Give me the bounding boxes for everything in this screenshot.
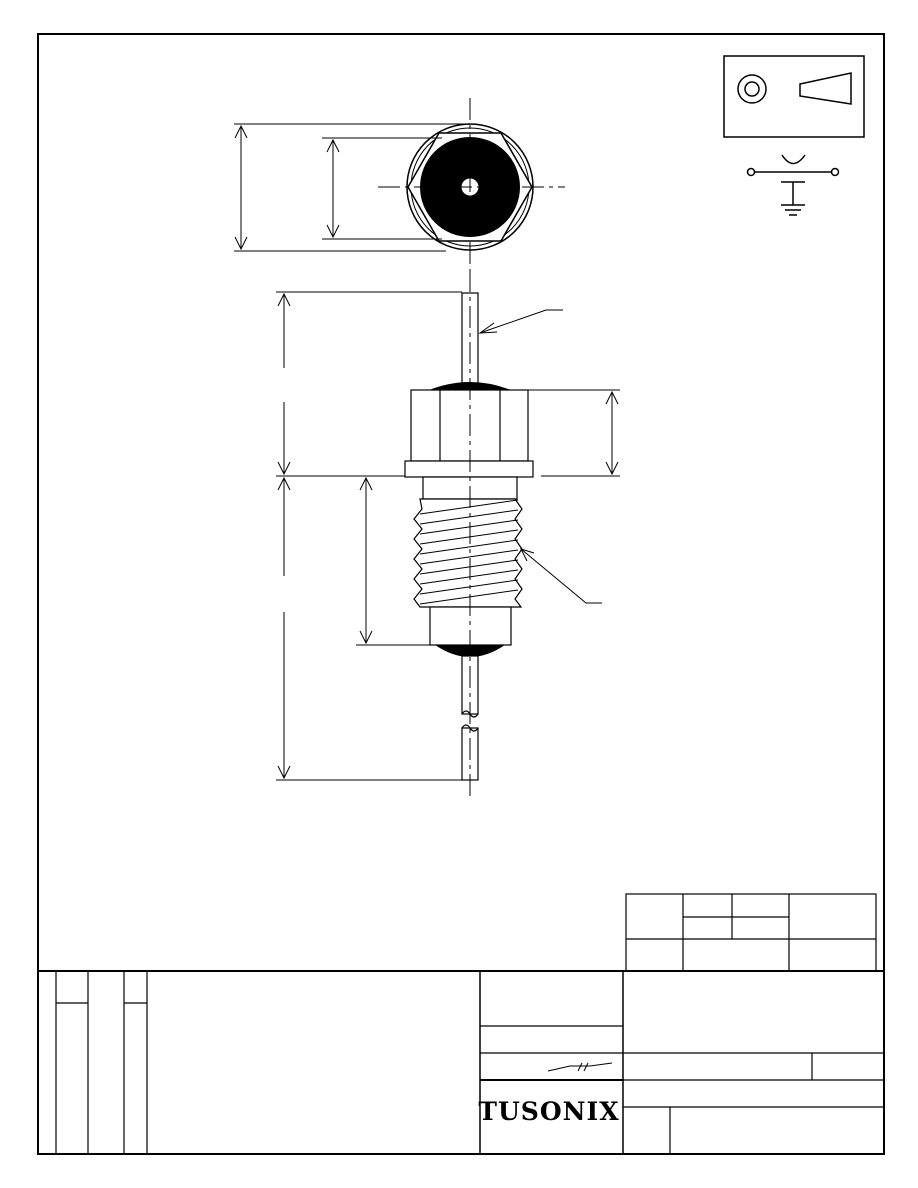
company-logo: TUSONIX [478,1097,619,1126]
dimension-top-lead [276,291,462,477]
third-angle-projection-icon [723,55,865,138]
dimension-thread-length [356,476,430,646]
dimension-hex-flats [322,137,442,240]
side-view [276,270,620,800]
dimension-bottom-length [276,476,462,781]
title-block [38,970,884,1154]
dimension-overall-diameter [234,123,470,252]
feedthrough-capacitor-symbol [746,154,840,216]
leader-terminal [478,309,563,334]
top-view [234,98,565,285]
flange-washer [404,460,534,478]
leader-thread [520,548,602,604]
dimension-hex-height [528,389,620,477]
threaded-body [413,476,523,646]
